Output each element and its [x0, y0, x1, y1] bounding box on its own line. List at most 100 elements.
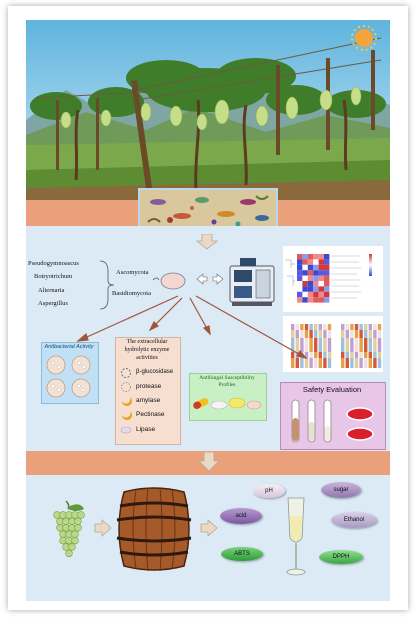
abundance-bar	[314, 352, 318, 358]
abundance-bar	[350, 358, 354, 368]
safety-title: Safety Evaluation	[302, 385, 362, 394]
grape-berry	[74, 517, 82, 526]
heatmap-cell	[313, 281, 319, 287]
heatmap-cell	[302, 275, 308, 281]
heatmap-cell	[324, 264, 330, 271]
abundance-bar	[377, 352, 382, 358]
enzyme-title-line: hydrolytic enzyme	[124, 347, 170, 353]
heatmap-cell	[307, 297, 314, 303]
fungal-culture-icon	[152, 272, 186, 290]
heatmap-cell	[297, 254, 303, 260]
abundance-bar	[304, 324, 309, 330]
abundance-bar	[291, 330, 295, 338]
heatmap-cell	[297, 297, 303, 303]
test-tube-icon	[291, 399, 374, 443]
vineyard-illustration	[26, 20, 390, 204]
abundance-bar	[341, 330, 345, 338]
abundance-bar	[327, 324, 332, 330]
petri-dish-icon	[46, 355, 91, 398]
abundance-bar	[309, 358, 313, 368]
heatmap-cell	[318, 275, 324, 281]
abundance-barchart-icon	[283, 316, 383, 372]
enzyme-title-line: The extracellular	[126, 339, 168, 345]
abundance-bar	[300, 330, 304, 338]
abundance-bar	[323, 330, 327, 338]
abundance-bar	[345, 352, 349, 358]
abundance-bar	[364, 352, 368, 358]
abundance-bar	[309, 352, 313, 358]
heatmap-cell	[302, 286, 308, 292]
grape-berry	[74, 524, 82, 532]
heatmap-cell	[297, 286, 303, 292]
enzyme-label: Pectinase	[136, 411, 165, 418]
arrow-right-icon	[94, 519, 112, 537]
heatmap-cell	[313, 297, 319, 303]
heatmap-cell	[313, 275, 319, 281]
abundance-bar	[309, 338, 313, 352]
arrow-down-icon	[198, 452, 220, 472]
abundance-bar	[350, 324, 354, 330]
connector-arrows	[76, 295, 308, 359]
abundance-bar	[345, 330, 349, 338]
grape-cluster-icon	[53, 500, 85, 558]
abundance-bar	[377, 358, 382, 368]
heatmap-cell	[302, 270, 308, 276]
heatmap-cell	[302, 264, 308, 271]
heatmap-cell	[302, 259, 308, 265]
abundance-bar	[291, 338, 295, 352]
heatmap-cell	[313, 254, 319, 260]
heatmap-cell	[324, 254, 330, 260]
heatmap-cell	[324, 270, 330, 276]
param-sugar: sugar	[321, 482, 361, 498]
abundance-bar	[318, 324, 322, 330]
heatmap-cell	[313, 270, 319, 276]
heatmap-cell	[297, 281, 303, 287]
heatmap-cell	[302, 254, 308, 260]
abundance-bar	[345, 338, 349, 352]
abundance-bar	[373, 358, 377, 368]
abundance-bar	[327, 358, 332, 368]
abundance-bar	[341, 352, 345, 358]
abundance-bar	[300, 358, 304, 368]
antifungal-panel	[189, 373, 267, 421]
antifungal-pills-icon	[193, 397, 262, 410]
abundance-bar	[359, 338, 363, 352]
abundance-bar	[323, 338, 327, 352]
barrel-icon	[116, 487, 192, 572]
heatmap-cell	[324, 297, 330, 303]
enzyme-icons	[120, 368, 132, 434]
abundance-bar	[300, 338, 304, 352]
abundance-bar	[359, 330, 363, 338]
abundance-bar	[364, 358, 368, 368]
enzyme-label: protease	[136, 383, 162, 390]
heatmap-cell	[318, 297, 324, 303]
grape-berry	[68, 543, 76, 551]
abundance-bar	[295, 324, 299, 330]
graphical-abstract: Pseudogymnoascus Botryotrichum Alternari…	[8, 6, 408, 610]
abundance-bar	[309, 324, 313, 330]
heatmap-cell	[318, 270, 324, 276]
heatmap-cell	[313, 291, 319, 298]
abundance-bar	[318, 338, 322, 352]
enzyme-label: Lipase	[136, 426, 156, 433]
abundance-bar	[368, 330, 372, 338]
abundance-bar	[323, 324, 327, 330]
genus-label: Pseudogymnoascus	[28, 260, 79, 267]
abundance-bar	[309, 330, 313, 338]
abundance-bar	[354, 324, 359, 330]
abundance-bar	[354, 338, 359, 352]
sun-icon	[351, 25, 377, 51]
heatmap-cell	[318, 286, 324, 292]
heatmap-cell	[318, 264, 324, 271]
phylum-label: Basidiomycota	[112, 290, 151, 297]
param-acid: acid	[220, 508, 262, 524]
arrow-right-icon	[200, 519, 218, 537]
heatmap-cell	[297, 275, 303, 281]
heatmap-cell	[307, 259, 314, 265]
abundance-bar	[318, 330, 322, 338]
enzyme-label: β-glucosidase	[136, 369, 174, 375]
abundance-bar	[341, 358, 345, 368]
blood-agar-plate-icon	[346, 407, 374, 441]
grape-berry	[71, 530, 79, 538]
heatmap-cell	[307, 254, 314, 260]
